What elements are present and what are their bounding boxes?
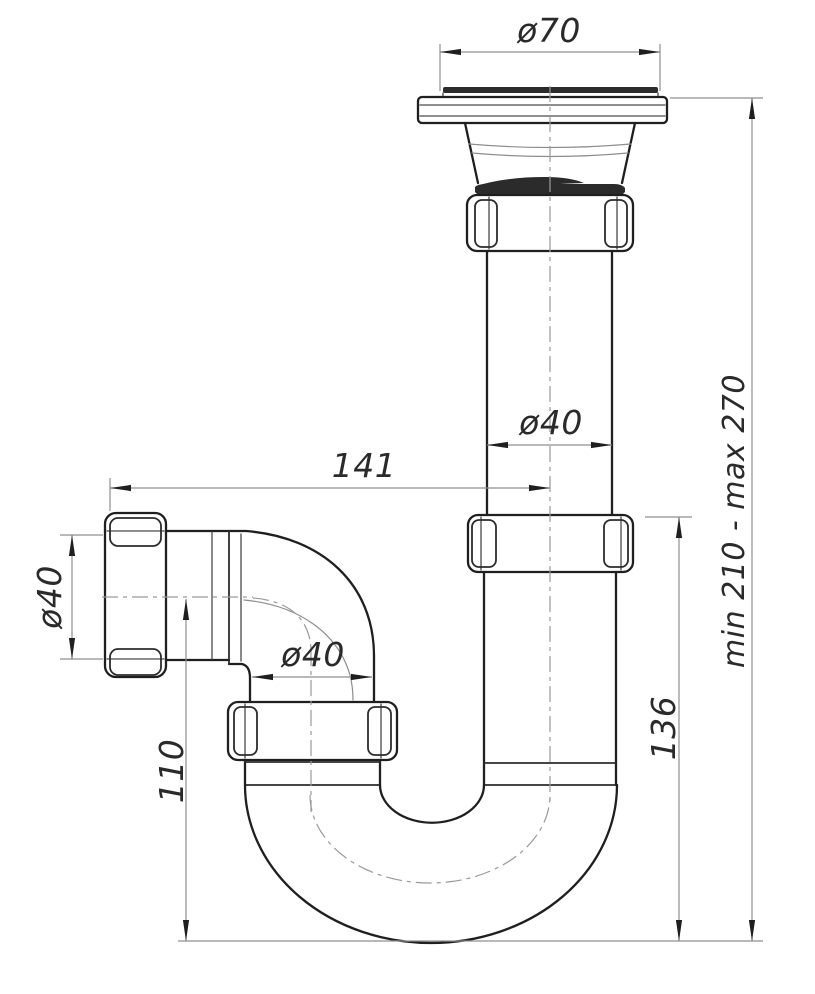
dim-label-top-diameter: ø70: [516, 11, 581, 50]
dim-label-height-range: min 210 - max 270: [717, 374, 752, 668]
dim-label-inlet-height: 110: [152, 739, 191, 804]
dimension-inlet-diameter: ø40: [30, 534, 103, 660]
dimension-inlet-height: 110: [152, 599, 191, 941]
dimension-elbow-diameter: ø40: [252, 635, 372, 681]
dim-label-pipe-diameter: ø40: [518, 403, 583, 442]
dimension-top-diameter: ø70: [439, 11, 661, 91]
dim-label-inlet-diameter: ø40: [30, 565, 69, 630]
dimension-height-range: min 210 - max 270: [670, 97, 763, 941]
strainer-flange: [416, 95, 669, 125]
dim-label-horizontal-length: 141: [332, 446, 397, 485]
u-bend: [243, 783, 619, 945]
dimension-trap-depth: 136: [644, 516, 692, 941]
inlet-assembly: [103, 511, 231, 679]
elbow-nut: [226, 700, 399, 787]
dim-label-elbow-diameter: ø40: [280, 635, 345, 674]
strainer-assembly: [416, 87, 669, 253]
vertical-pipe: [485, 249, 614, 517]
gasket-highlight: [476, 177, 584, 191]
dimension-horizontal-length: 141: [109, 446, 550, 511]
dim-label-trap-depth: 136: [644, 696, 683, 761]
dimension-pipe-diameter: ø40: [487, 403, 612, 449]
centerlines: [102, 86, 551, 884]
inlet-nut: [103, 511, 168, 679]
